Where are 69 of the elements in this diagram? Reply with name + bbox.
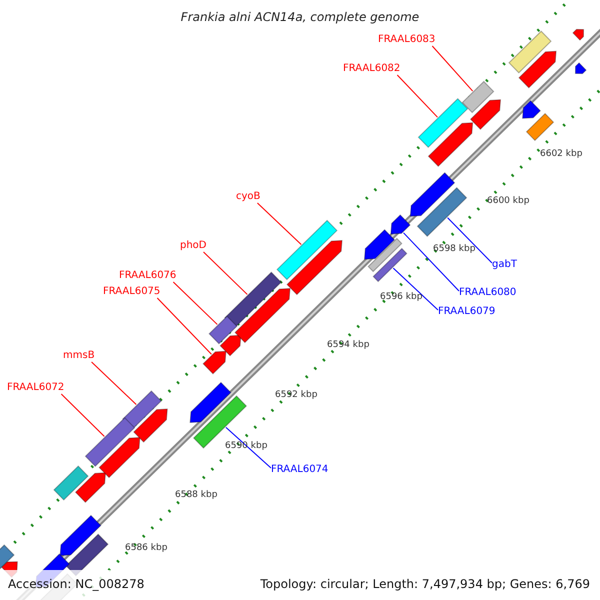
- accession-text: Accession: NC_008278: [8, 577, 144, 591]
- gene-feature: [410, 172, 456, 217]
- gene-feature: [98, 436, 140, 478]
- gene-feature: [122, 390, 162, 430]
- title: Frankia alni ACN14a, complete genome: [180, 10, 420, 25]
- gene-feature: [286, 240, 343, 296]
- leader-line: [91, 362, 137, 405]
- scale-label: 6586 kbp: [125, 543, 168, 554]
- gene-label: FRAAL6080: [459, 287, 516, 299]
- gene-feature: [190, 382, 232, 424]
- gene-feature: [0, 544, 15, 570]
- gene-feature: [276, 220, 338, 280]
- gene-feature: [526, 112, 554, 142]
- leader-line: [403, 232, 460, 292]
- leader-line: [172, 282, 218, 325]
- leader-line: [256, 202, 302, 245]
- scale-label: 6598 kbp: [433, 244, 476, 255]
- gene-feature: [53, 465, 89, 501]
- leader-line: [156, 298, 212, 355]
- gene-feature: [60, 514, 102, 556]
- gene-label: cyoB: [236, 191, 260, 203]
- gene-label: mmsB: [63, 350, 95, 362]
- gene-feature: [416, 187, 468, 237]
- leader-line: [203, 252, 248, 295]
- gene-feature: [470, 99, 502, 130]
- gene-feature: [418, 98, 468, 148]
- gene-feature: [220, 334, 242, 356]
- gene-feature: [372, 248, 408, 282]
- gene-feature: [462, 80, 494, 114]
- leader-line: [392, 268, 438, 310]
- leader-line: [396, 74, 438, 118]
- gene-label: FRAAL6079: [438, 306, 496, 318]
- gene-feature: [84, 417, 136, 467]
- gene-feature: [74, 472, 106, 503]
- leader-line: [225, 426, 272, 468]
- gene-label: FRAAL6072: [7, 382, 64, 394]
- gene-label: FRAAL6074: [271, 464, 328, 476]
- gene-label: FRAAL6082: [343, 63, 400, 75]
- gene-feature: [364, 229, 396, 260]
- gene-label: FRAAL6083: [378, 34, 436, 46]
- gene-feature: [574, 62, 587, 74]
- gene-feature: [234, 288, 291, 344]
- gene-feature: [508, 30, 552, 74]
- scale-label: 6592 kbp: [275, 390, 318, 401]
- gene-feature: [192, 395, 248, 449]
- leader-line: [447, 217, 492, 264]
- gene-feature: [133, 408, 168, 443]
- gene-feature: [522, 100, 542, 119]
- gene-feature: [208, 316, 238, 344]
- genome-info-text: Topology: circular; Length: 7,497,934 bp; Genes: 6,769: [260, 577, 590, 591]
- gene-label: gabT: [492, 259, 517, 271]
- gene-label: phoD: [180, 240, 207, 252]
- scale-label: 6588 kbp: [175, 490, 218, 501]
- gene-label: FRAAL6075: [103, 286, 160, 298]
- gene-feature: [518, 50, 557, 88]
- gene-feature: [368, 238, 402, 272]
- leader-line: [60, 394, 105, 437]
- leader-line: [432, 46, 474, 92]
- scale-label: 6602 kbp: [540, 149, 582, 160]
- gene-feature: [572, 28, 584, 41]
- gene-feature: [390, 214, 411, 235]
- gene-feature: [224, 272, 282, 328]
- scale-label: 6600 kbp: [487, 196, 530, 207]
- gene-label: FRAAL6076: [119, 270, 176, 282]
- gene-feature: [428, 122, 474, 167]
- scale-label: 6594 kbp: [327, 340, 370, 351]
- gene-feature: [202, 350, 226, 374]
- scale-label: 6596 kbp: [380, 292, 422, 303]
- scale-label: 6590 kbp: [225, 441, 268, 452]
